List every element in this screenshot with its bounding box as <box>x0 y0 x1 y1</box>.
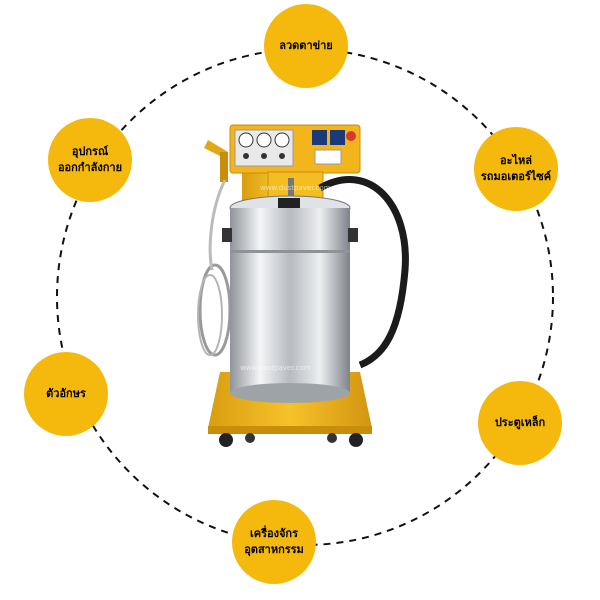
node-left-lower-line1: ตัวอักษร <box>46 387 86 400</box>
gauge-icon <box>238 132 254 148</box>
powder-hopper <box>230 208 350 393</box>
node-right-lower[interactable]: ประตูเหล็ก <box>478 381 562 465</box>
wheel-icon <box>219 433 233 447</box>
node-left-lower[interactable]: ตัวอักษร <box>24 352 108 436</box>
gauge-icon <box>274 132 290 148</box>
powder-coating-machine-image: www.dustpaver.com www.dustpaver.com <box>197 124 409 447</box>
node-right-upper-line2: รถมอเตอร์ไซค์ <box>480 170 552 183</box>
node-left-upper-line2: ออกกำลังกาย <box>57 161 123 174</box>
power-switch-icon <box>346 131 356 141</box>
node-bottom-line2: อุตสาหกรรม <box>244 543 304 556</box>
node-bottom[interactable]: เครื่องจักร อุตสาหกรรม <box>232 500 316 584</box>
node-top-line1: ลวดตาข่าย <box>279 39 333 52</box>
node-bottom-line1: เครื่องจักร <box>249 527 299 540</box>
node-right-upper[interactable]: อะไหล่ รถมอเตอร์ไซค์ <box>474 127 558 211</box>
gauge-icon <box>256 132 272 148</box>
wheel-icon <box>349 433 363 447</box>
node-left-upper-line1: อุปกรณ์ <box>71 145 109 158</box>
display-icon <box>312 130 327 145</box>
node-right-upper-line1: อะไหล่ <box>499 154 533 167</box>
node-right-lower-line1: ประตูเหล็ก <box>494 416 546 429</box>
hose <box>318 176 409 369</box>
node-top[interactable]: ลวดตาข่าย <box>264 4 348 88</box>
node-left-upper[interactable]: อุปกรณ์ ออกกำลังกาย <box>48 118 132 202</box>
watermark: www.dustpaver.com <box>260 184 331 192</box>
watermark: www.dustpaver.com <box>240 364 311 372</box>
display-icon <box>330 130 345 145</box>
